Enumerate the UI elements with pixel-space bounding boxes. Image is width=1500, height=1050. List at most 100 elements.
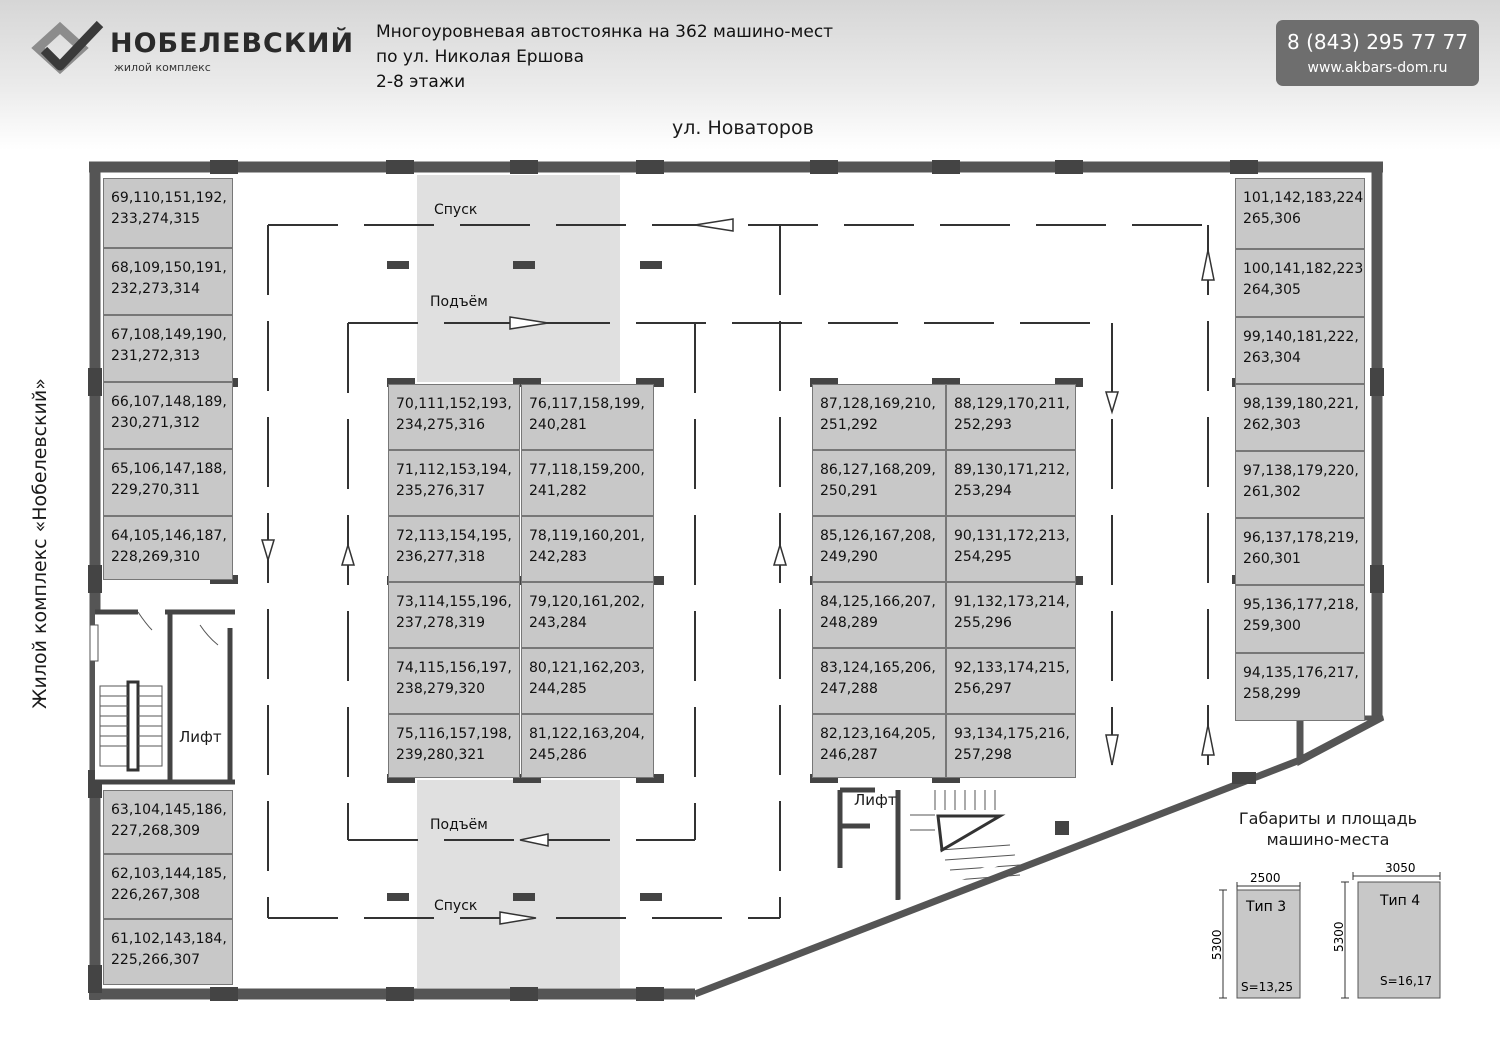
parking-space-far-right-1[interactable]: 101,142,183,224, 265,306 (1235, 178, 1365, 249)
parking-space-center-a-1[interactable]: 70,111,152,193, 234,275,316 (388, 384, 520, 450)
parking-space-left-top-2[interactable]: 68,109,150,191, 232,273,314 (103, 248, 233, 315)
parking-space-center-a-2[interactable]: 71,112,153,194, 235,276,317 (388, 450, 520, 516)
parking-space-numbers: 67,108,149,190, 231,272,313 (111, 327, 227, 364)
parking-space-left-top-5[interactable]: 65,106,147,188, 229,270,311 (103, 449, 233, 516)
title-line-2: по ул. Николая Ершова (376, 47, 584, 67)
parking-space-numbers: 76,117,158,199, 240,281 (529, 396, 645, 433)
parking-space-numbers: 72,113,154,195, 236,277,318 (396, 528, 512, 565)
parking-space-far-right-2[interactable]: 100,141,182,223, 264,305 (1235, 249, 1365, 317)
parking-space-far-right-5[interactable]: 97,138,179,220, 261,302 (1235, 451, 1365, 518)
parking-space-center-a-5[interactable]: 74,115,156,197, 238,279,320 (388, 648, 520, 714)
parking-space-numbers: 89,130,171,212, 253,294 (954, 462, 1070, 499)
parking-space-numbers: 79,120,161,202, 243,284 (529, 594, 645, 631)
parking-space-left-bottom-1[interactable]: 63,104,145,186, 227,268,309 (103, 790, 233, 854)
parking-space-numbers: 69,110,151,192, 233,274,315 (111, 190, 227, 227)
parking-space-far-right-6[interactable]: 96,137,178,219, 260,301 (1235, 518, 1365, 585)
website-link[interactable]: www.akbars-dom.ru (1307, 60, 1448, 76)
parking-space-center-b-6[interactable]: 81,122,163,204, 245,286 (521, 714, 654, 778)
parking-space-numbers: 93,134,175,216, 257,298 (954, 726, 1070, 763)
legend-type4-length: 5300 (1332, 921, 1346, 952)
parking-space-right-b-1[interactable]: 88,129,170,211, 252,293 (946, 384, 1076, 450)
legend-type3-space (1236, 889, 1301, 999)
parking-space-numbers: 65,106,147,188, 229,270,311 (111, 461, 227, 498)
parking-space-far-right-4[interactable]: 98,139,180,221, 262,303 (1235, 384, 1365, 451)
parking-space-numbers: 87,128,169,210, 251,292 (820, 396, 936, 433)
left-stairs (99, 611, 219, 772)
parking-space-numbers: 62,103,144,185, 226,267,308 (111, 866, 227, 903)
parking-space-numbers: 90,131,172,213, 254,295 (954, 528, 1070, 565)
title-line-1: Многоуровневая автостоянка на 362 машино… (376, 22, 834, 42)
parking-space-numbers: 95,136,177,218, 259,300 (1243, 597, 1359, 634)
brand-subtitle: жилой комплекс (114, 61, 211, 74)
legend-type4-width: 3050 (1385, 861, 1416, 875)
parking-space-numbers: 74,115,156,197, 238,279,320 (396, 660, 512, 697)
parking-space-center-b-2[interactable]: 77,118,159,200, 241,282 (521, 450, 654, 516)
parking-space-numbers: 82,123,164,205, 246,287 (820, 726, 936, 763)
parking-space-center-a-6[interactable]: 75,116,157,198, 239,280,321 (388, 714, 520, 778)
parking-space-right-b-3[interactable]: 90,131,172,213, 254,295 (946, 516, 1076, 582)
left-window (89, 624, 99, 662)
phone-number[interactable]: 8 (843) 295 77 77 (1286, 30, 1468, 54)
parking-space-far-right-3[interactable]: 99,140,181,222, 263,304 (1235, 317, 1365, 384)
parking-space-center-b-5[interactable]: 80,121,162,203, 244,285 (521, 648, 654, 714)
parking-space-right-a-4[interactable]: 84,125,166,207, 248,289 (812, 582, 946, 648)
parking-space-left-top-1[interactable]: 69,110,151,192, 233,274,315 (103, 178, 233, 248)
direction-arrows (260, 218, 1215, 925)
parking-space-numbers: 81,122,163,204, 245,286 (529, 726, 645, 763)
legend-type3-length: 5300 (1210, 929, 1224, 960)
outer-walls (89, 161, 1383, 1000)
legend-types: 2500 3050 5300 5300 Тип 3 Тип 4 S=13,25 … (1210, 861, 1441, 999)
parking-space-right-a-3[interactable]: 85,126,167,208, 249,290 (812, 516, 946, 582)
lift-label-left: Лифт (179, 728, 222, 746)
parking-space-right-a-1[interactable]: 87,128,169,210, 251,292 (812, 384, 946, 450)
traffic-routes (267, 224, 1209, 919)
columns (88, 160, 1384, 1001)
parking-space-numbers: 88,129,170,211, 252,293 (954, 396, 1070, 433)
parking-space-left-top-6[interactable]: 64,105,146,187, 228,269,310 (103, 516, 233, 580)
center-stairs (910, 790, 1021, 881)
contact-badge: 8 (843) 295 77 77 www.akbars-dom.ru (1276, 20, 1479, 86)
parking-space-numbers: 94,135,176,217, 258,299 (1243, 665, 1359, 702)
parking-space-numbers: 91,132,173,214, 255,296 (954, 594, 1070, 631)
parking-space-numbers: 64,105,146,187, 228,269,310 (111, 528, 227, 565)
parking-space-numbers: 86,127,168,209, 250,291 (820, 462, 936, 499)
parking-space-numbers: 83,124,165,206, 247,288 (820, 660, 936, 697)
parking-space-left-top-4[interactable]: 66,107,148,189, 230,271,312 (103, 382, 233, 449)
parking-space-numbers: 80,121,162,203, 244,285 (529, 660, 645, 697)
parking-space-right-b-6[interactable]: 93,134,175,216, 257,298 (946, 714, 1076, 778)
legend-type4-area: S=16,17 (1380, 974, 1432, 988)
parking-space-left-top-3[interactable]: 67,108,149,190, 231,272,313 (103, 315, 233, 382)
parking-space-right-b-2[interactable]: 89,130,171,212, 253,294 (946, 450, 1076, 516)
parking-space-left-bottom-3[interactable]: 61,102,143,184, 225,266,307 (103, 919, 233, 985)
street-label-top: ул. Новаторов (672, 117, 814, 139)
center-core (837, 787, 901, 900)
parking-space-numbers: 78,119,160,201, 242,283 (529, 528, 645, 565)
parking-space-numbers: 70,111,152,193, 234,275,316 (396, 396, 512, 433)
ramp-zone-bottom (417, 780, 620, 988)
parking-space-numbers: 99,140,181,222, 263,304 (1243, 329, 1359, 366)
parking-space-center-b-3[interactable]: 78,119,160,201, 242,283 (521, 516, 654, 582)
parking-space-right-a-5[interactable]: 83,124,165,206, 247,288 (812, 648, 946, 714)
parking-space-numbers: 61,102,143,184, 225,266,307 (111, 931, 227, 968)
parking-space-numbers: 63,104,145,186, 227,268,309 (111, 802, 227, 839)
parking-space-numbers: 85,126,167,208, 249,290 (820, 528, 936, 565)
parking-space-far-right-8[interactable]: 94,135,176,217, 258,299 (1235, 653, 1365, 721)
ramp-zone-top (417, 175, 620, 382)
parking-space-right-a-6[interactable]: 82,123,164,205, 246,287 (812, 714, 946, 778)
legend-title: Габариты и площадь машино-места (1238, 809, 1418, 849)
parking-space-numbers: 97,138,179,220, 261,302 (1243, 463, 1359, 500)
parking-space-center-b-1[interactable]: 76,117,158,199, 240,281 (521, 384, 654, 450)
parking-space-center-a-4[interactable]: 73,114,155,196, 237,278,319 (388, 582, 520, 648)
parking-space-center-a-3[interactable]: 72,113,154,195, 236,277,318 (388, 516, 520, 582)
parking-space-numbers: 68,109,150,191, 232,273,314 (111, 260, 227, 297)
parking-space-right-a-2[interactable]: 86,127,168,209, 250,291 (812, 450, 946, 516)
legend-type4-space (1357, 881, 1441, 999)
parking-space-far-right-7[interactable]: 95,136,177,218, 259,300 (1235, 585, 1365, 653)
parking-space-numbers: 98,139,180,221, 262,303 (1243, 396, 1359, 433)
parking-space-center-b-4[interactable]: 79,120,161,202, 243,284 (521, 582, 654, 648)
parking-space-numbers: 77,118,159,200, 241,282 (529, 462, 645, 499)
parking-space-left-bottom-2[interactable]: 62,103,144,185, 226,267,308 (103, 854, 233, 919)
parking-space-right-b-5[interactable]: 92,133,174,215, 256,297 (946, 648, 1076, 714)
parking-space-right-b-4[interactable]: 91,132,173,214, 255,296 (946, 582, 1076, 648)
